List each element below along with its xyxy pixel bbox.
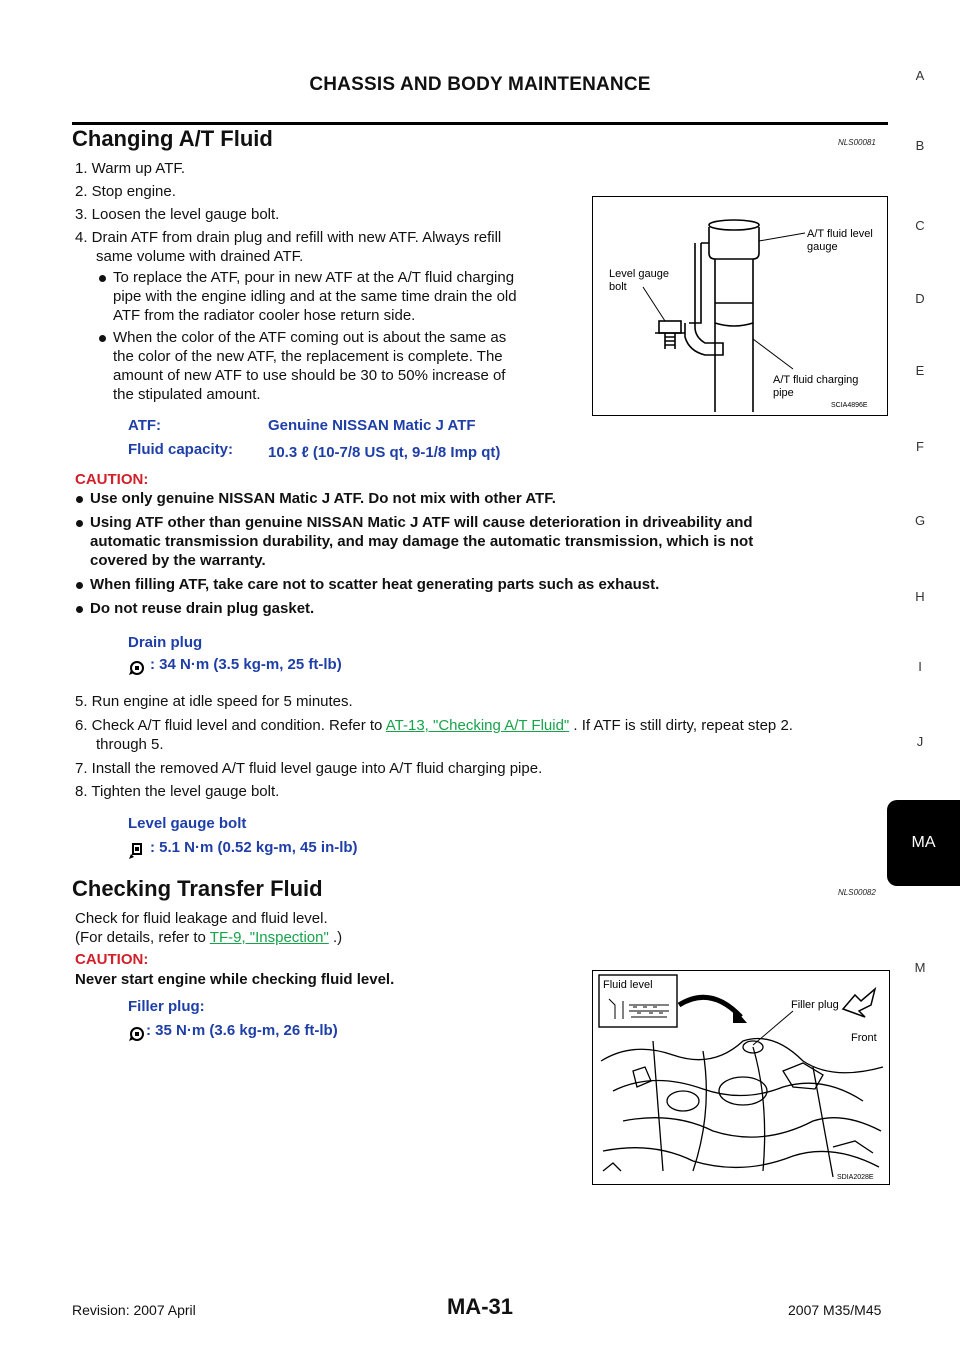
bullet-1-line-3: ATF from the radiator cooler hose return… [113,307,416,324]
label-level-gauge-bolt-2: bolt [609,281,627,293]
caution-4: Do not reuse drain plug gasket. [90,600,315,617]
bullet-dot [99,275,106,282]
label-level-gauge-bolt: Level gauge [609,268,669,280]
transfer-line-2-text: (For details, refer to [75,929,210,946]
figure-transfer-filler-plug: Fluid level Filler plug Front SDIA2028E [592,970,890,1185]
label-front: Front [851,1032,877,1044]
header-rule [72,122,888,125]
filler-plug-label: Filler plug: [128,998,205,1015]
torque-wrench-icon [129,661,144,675]
label-at-fluid-level-gauge-2: gauge [807,241,838,253]
bullet-1-line-1: To replace the ATF, pour in new ATF at t… [113,269,515,286]
figure-id: SCIA4896E [831,402,868,409]
bullet-2-line-2: the color of the new ATF, the replacemen… [113,348,503,365]
bullet-dot [99,335,106,342]
transfer-line-1: Check for fluid leakage and fluid level. [75,910,328,927]
label-at-fluid-charging-pipe: A/T fluid charging [773,374,858,386]
side-index-m[interactable]: M [914,960,926,975]
side-index-d[interactable]: D [915,291,925,306]
bullet-dot [76,582,83,589]
step-6: 6. Check A/T fluid level and condition. … [75,716,793,735]
step-1: 1. Warm up ATF. [75,160,186,177]
transfer-line-2: (For details, refer to TF-9, "Inspection… [75,928,342,947]
bullet-1-line-2: pipe with the engine idling and at the s… [113,288,517,305]
section-title-checking-transfer-fluid: Checking Transfer Fluid [72,876,323,901]
side-index-a[interactable]: A [915,68,925,83]
bullet-dot [76,606,83,613]
step-4-cont: same volume with drained ATF. [96,248,304,265]
section-code: NLS00082 [838,888,876,897]
bullet-2-line-3: amount of new ATF to use should be 30 to… [113,367,506,384]
bullet-2-line-1: When the color of the ATF coming out is … [113,329,507,346]
drain-plug-label: Drain plug [128,634,203,651]
side-index-h[interactable]: H [915,589,925,604]
step-4: 4. Drain ATF from drain plug and refill … [75,229,502,246]
step-5: 5. Run engine at idle speed for 5 minute… [75,693,353,710]
section-code: NLS00081 [838,138,876,147]
footer-model: 2007 M35/M45 [788,1302,882,1318]
level-gauge-diagram: A/T fluid level gauge Level gauge bolt A… [609,219,873,412]
footer-revision: Revision: 2007 April [72,1302,196,1318]
label-at-fluid-level-gauge: A/T fluid level [807,228,873,240]
gauge-bolt-torque: : 5.1 N·m (0.52 kg-m, 45 in-lb) [150,839,358,856]
spec-capacity-value: 10.3 ℓ (10-7/8 US qt, 9-1/8 Imp qt) [268,444,501,461]
page-header-title: CHASSIS AND BODY MAINTENANCE [309,74,651,95]
gauge-bolt-label: Level gauge bolt [128,815,247,832]
torque-wrench-icon [129,1027,144,1041]
link-at-13-checking-at-fluid[interactable]: AT-13, "Checking A/T Fluid" [385,717,570,734]
side-index-f[interactable]: F [916,439,924,454]
side-index-e[interactable]: E [915,363,925,378]
caution-2-line-3: covered by the warranty. [90,552,266,569]
caution-1: Use only genuine NISSAN Matic J ATF. Do … [90,490,556,507]
side-index-c[interactable]: C [915,218,925,233]
caution-2-line-2: automatic transmission durability, and m… [90,533,754,550]
step-6-cont: through 5. [96,736,164,753]
step-6-text: 6. Check A/T fluid level and condition. … [75,717,386,734]
torque-wrench-icon [129,843,142,859]
transfer-diagram: Fluid level Filler plug Front SDIA2028E [598,974,884,1181]
filler-plug-torque: : 35 N·m (3.6 kg-m, 26 ft-lb) [146,1022,338,1039]
drain-plug-torque: : 34 N·m (3.5 kg-m, 25 ft-lb) [150,656,342,673]
step-8: 8. Tighten the level gauge bolt. [75,783,280,800]
side-index-b[interactable]: B [915,138,925,153]
step-2: 2. Stop engine. [75,183,176,200]
side-index-g[interactable]: G [914,513,926,528]
caution-label-2: CAUTION: [75,951,149,968]
step-7: 7. Install the removed A/T fluid level g… [75,760,543,777]
caution-2-line-1: Using ATF other than genuine NISSAN Mati… [90,514,753,531]
caution-label: CAUTION: [75,471,149,488]
bullet-dot [76,496,83,503]
figure-id: SDIA2028E [837,1174,874,1181]
label-fluid-level: Fluid level [603,979,653,991]
caution-3: When filling ATF, take care not to scatt… [90,576,660,593]
spec-capacity-label: Fluid capacity: [128,441,234,458]
side-index-ma-active[interactable]: MA [887,800,960,886]
spec-atf-label: ATF: [128,417,162,434]
label-at-fluid-charging-pipe-2: pipe [773,387,794,399]
label-filler-plug: Filler plug [791,999,839,1011]
section-title-changing-at-fluid: Changing A/T Fluid [72,126,273,151]
caution-never-start-engine: Never start engine while checking fluid … [75,971,395,988]
link-tf-9-inspection[interactable]: TF-9, "Inspection" [209,929,329,946]
transfer-line-2-text-post: .) [328,929,343,946]
footer-page-number: MA-31 [446,1294,513,1319]
step-3: 3. Loosen the level gauge bolt. [75,206,280,223]
figure-level-gauge: A/T fluid level gauge Level gauge bolt A… [592,196,888,416]
step-6-text-post: . If ATF is still dirty, repeat step 2. [569,717,793,734]
side-index-i[interactable]: I [918,659,922,674]
bullet-2-line-4: the stipulated amount. [113,386,261,403]
side-index-j[interactable]: J [916,734,924,749]
spec-atf-value: Genuine NISSAN Matic J ATF [268,417,476,434]
bullet-dot [76,520,83,527]
